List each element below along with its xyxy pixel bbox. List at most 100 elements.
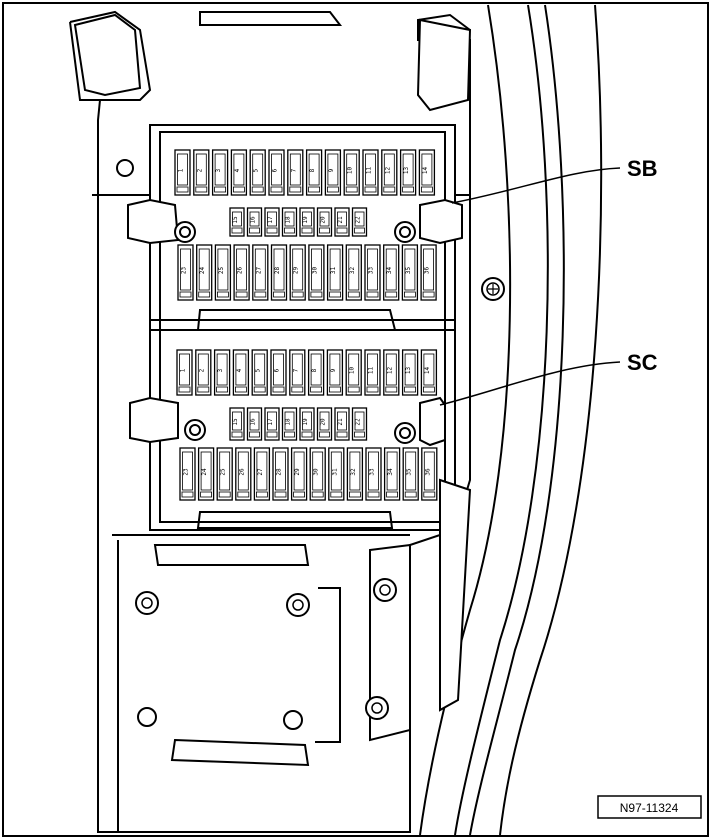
sc-middle-fuse-label: 18 [285,418,292,426]
sb-middle-fuse-15: 15 [229,207,245,237]
sc-middle-fuse-22: 22 [351,407,368,441]
sb-bottom-fuse-34: 34 [383,244,400,301]
sb-middle-fuse-19: 19 [299,207,315,237]
sc-bottom-fuse-24: 24 [197,447,215,501]
pillar-trim [419,4,603,836]
leader-line-sc [439,361,621,406]
sc-bottom-fuse-label: 36 [424,468,431,476]
sc-bottom-fuse-label: 30 [313,468,320,476]
screw-lower-right-upper [373,578,397,602]
sc-middle-fuse-label: 16 [250,418,257,426]
sc-top-fuse-label: 5 [255,368,262,372]
sb-top-fuse-9: 9 [324,149,342,196]
sc-top-fuse-13: 13 [401,349,419,396]
sc-top-fuse-12: 12 [383,349,400,396]
sb-top-fuse-label: 6 [272,168,279,172]
sc-middle-fuse-label: 15 [232,418,239,426]
sb-bottom-fuse-28: 28 [270,244,288,301]
sc-bottom-fuse-label: 24 [201,468,208,476]
sb-top-fuse-7: 7 [287,149,304,196]
sb-bottom-fuse-29: 29 [289,244,306,301]
sc-middle-fuse-15: 15 [229,407,245,441]
sc-bottom-fuse-23: 23 [179,447,196,501]
sc-top-fuse-label: 3 [217,368,224,372]
sb-bottom-fuse-31: 31 [326,244,344,301]
sc-top-fuse-label: 4 [236,368,243,372]
sb-top-fuse-13: 13 [399,149,417,196]
sb-middle-fuse-label: 17 [267,216,274,224]
sc-top-fuse-8: 8 [307,349,325,396]
sb-middle-fuse-label: 16 [250,216,257,224]
sc-middle-fuse-20: 20 [316,407,333,441]
hole-lower-left [137,707,157,727]
sc-top-fuse-10: 10 [345,349,362,396]
sc-bottom-fuse-33: 33 [365,447,382,501]
sc-middle-fuse-label: 22 [355,418,362,426]
sb-bottom-fuse-36: 36 [420,244,437,301]
sc-bottom-fuse-29: 29 [290,447,308,501]
sb-middle-fuse-label: 22 [355,216,362,224]
sb-top-fuse-label: 11 [366,167,373,175]
sb-top-fuse-11: 11 [362,149,379,196]
lower-panel [153,478,472,767]
sb-top-fuse-label: 8 [309,168,316,172]
sb-bottom-fuse-label: 32 [349,267,356,275]
sc-middle-fuse-21: 21 [334,407,350,441]
sc-bottom-fuse-35: 35 [402,447,419,501]
sb-bottom-fuse-27: 27 [252,244,269,301]
sb-top-fuse-12: 12 [381,149,398,196]
sc-top-fuse-1: 1 [176,349,193,396]
sb-top-fuse-14: 14 [418,149,436,196]
sb-bottom-fuse-label: 27 [255,267,262,275]
screw-right-upper [481,277,505,301]
sc-bottom-fuse-label: 29 [294,468,301,476]
sc-top-fuse-label: 8 [311,368,318,372]
sc-bottom-fuse-26: 26 [235,447,252,501]
sb-top-fuse-2: 2 [193,149,210,196]
sc-middle-fuse-17: 17 [264,407,280,441]
sb-bottom-fuse-25: 25 [214,244,232,301]
sc-bottom-fuse-27: 27 [253,447,271,501]
sb-bottom-fuse-26: 26 [233,244,250,301]
sc-middle-fuse-16: 16 [246,407,263,441]
sc-bottom-fuse-28: 28 [272,447,289,501]
sc-top-fuse-11: 11 [364,349,381,396]
sb-bottom-fuse-24: 24 [196,244,213,301]
sb-bottom-fuse-label: 33 [368,267,375,275]
sc-middle-fuse-label: 19 [302,418,309,426]
sc-bottom-fuse-label: 25 [220,468,227,476]
sb-middle-fuse-18: 18 [281,207,298,237]
screw-lower-right-bottom [365,696,389,720]
sb-bottom-fuse-label: 23 [181,267,188,275]
sc-top-fuse-14: 14 [420,349,438,396]
sc-bottom-fuse-label: 27 [257,468,264,476]
sc-bottom-fuse-32: 32 [346,447,364,501]
sb-bottom-fuse-label: 29 [293,267,300,275]
sc-bottom-fuse-label: 32 [350,468,357,476]
mounting-hole-left [116,159,134,177]
sc-top-fuse-9: 9 [326,349,344,396]
sb-bottom-fuse-label: 35 [405,267,412,275]
sc-bottom-fuse-label: 31 [331,468,338,476]
sc-top-fuse-label: 1 [180,368,187,372]
sb-bottom-fuse-35: 35 [401,244,419,301]
sb-top-fuse-label: 10 [347,167,354,175]
sb-bottom-fuse-label: 36 [424,267,431,275]
sc-top-fuse-5: 5 [251,349,268,396]
sb-middle-fuse-label: 20 [320,216,327,224]
screw-lower-center [286,593,310,617]
sb-top-fuse-3: 3 [211,149,229,196]
sb-bottom-fuse-label: 24 [199,267,206,275]
sc-top-fuse-label: 13 [405,367,412,375]
sb-top-fuse-label: 3 [215,168,222,172]
sc-top-fuse-label: 12 [386,367,393,375]
sb-bottom-fuse-33: 33 [364,244,381,301]
sb-top-fuse-label: 9 [328,168,335,172]
sc-top-fuse-label: 6 [274,368,281,372]
sb-middle-fuse-16: 16 [246,207,263,237]
leader-line-sb [451,167,621,204]
sc-top-fuse-label: 11 [368,367,375,375]
sb-top-fuse-label: 4 [234,168,241,172]
